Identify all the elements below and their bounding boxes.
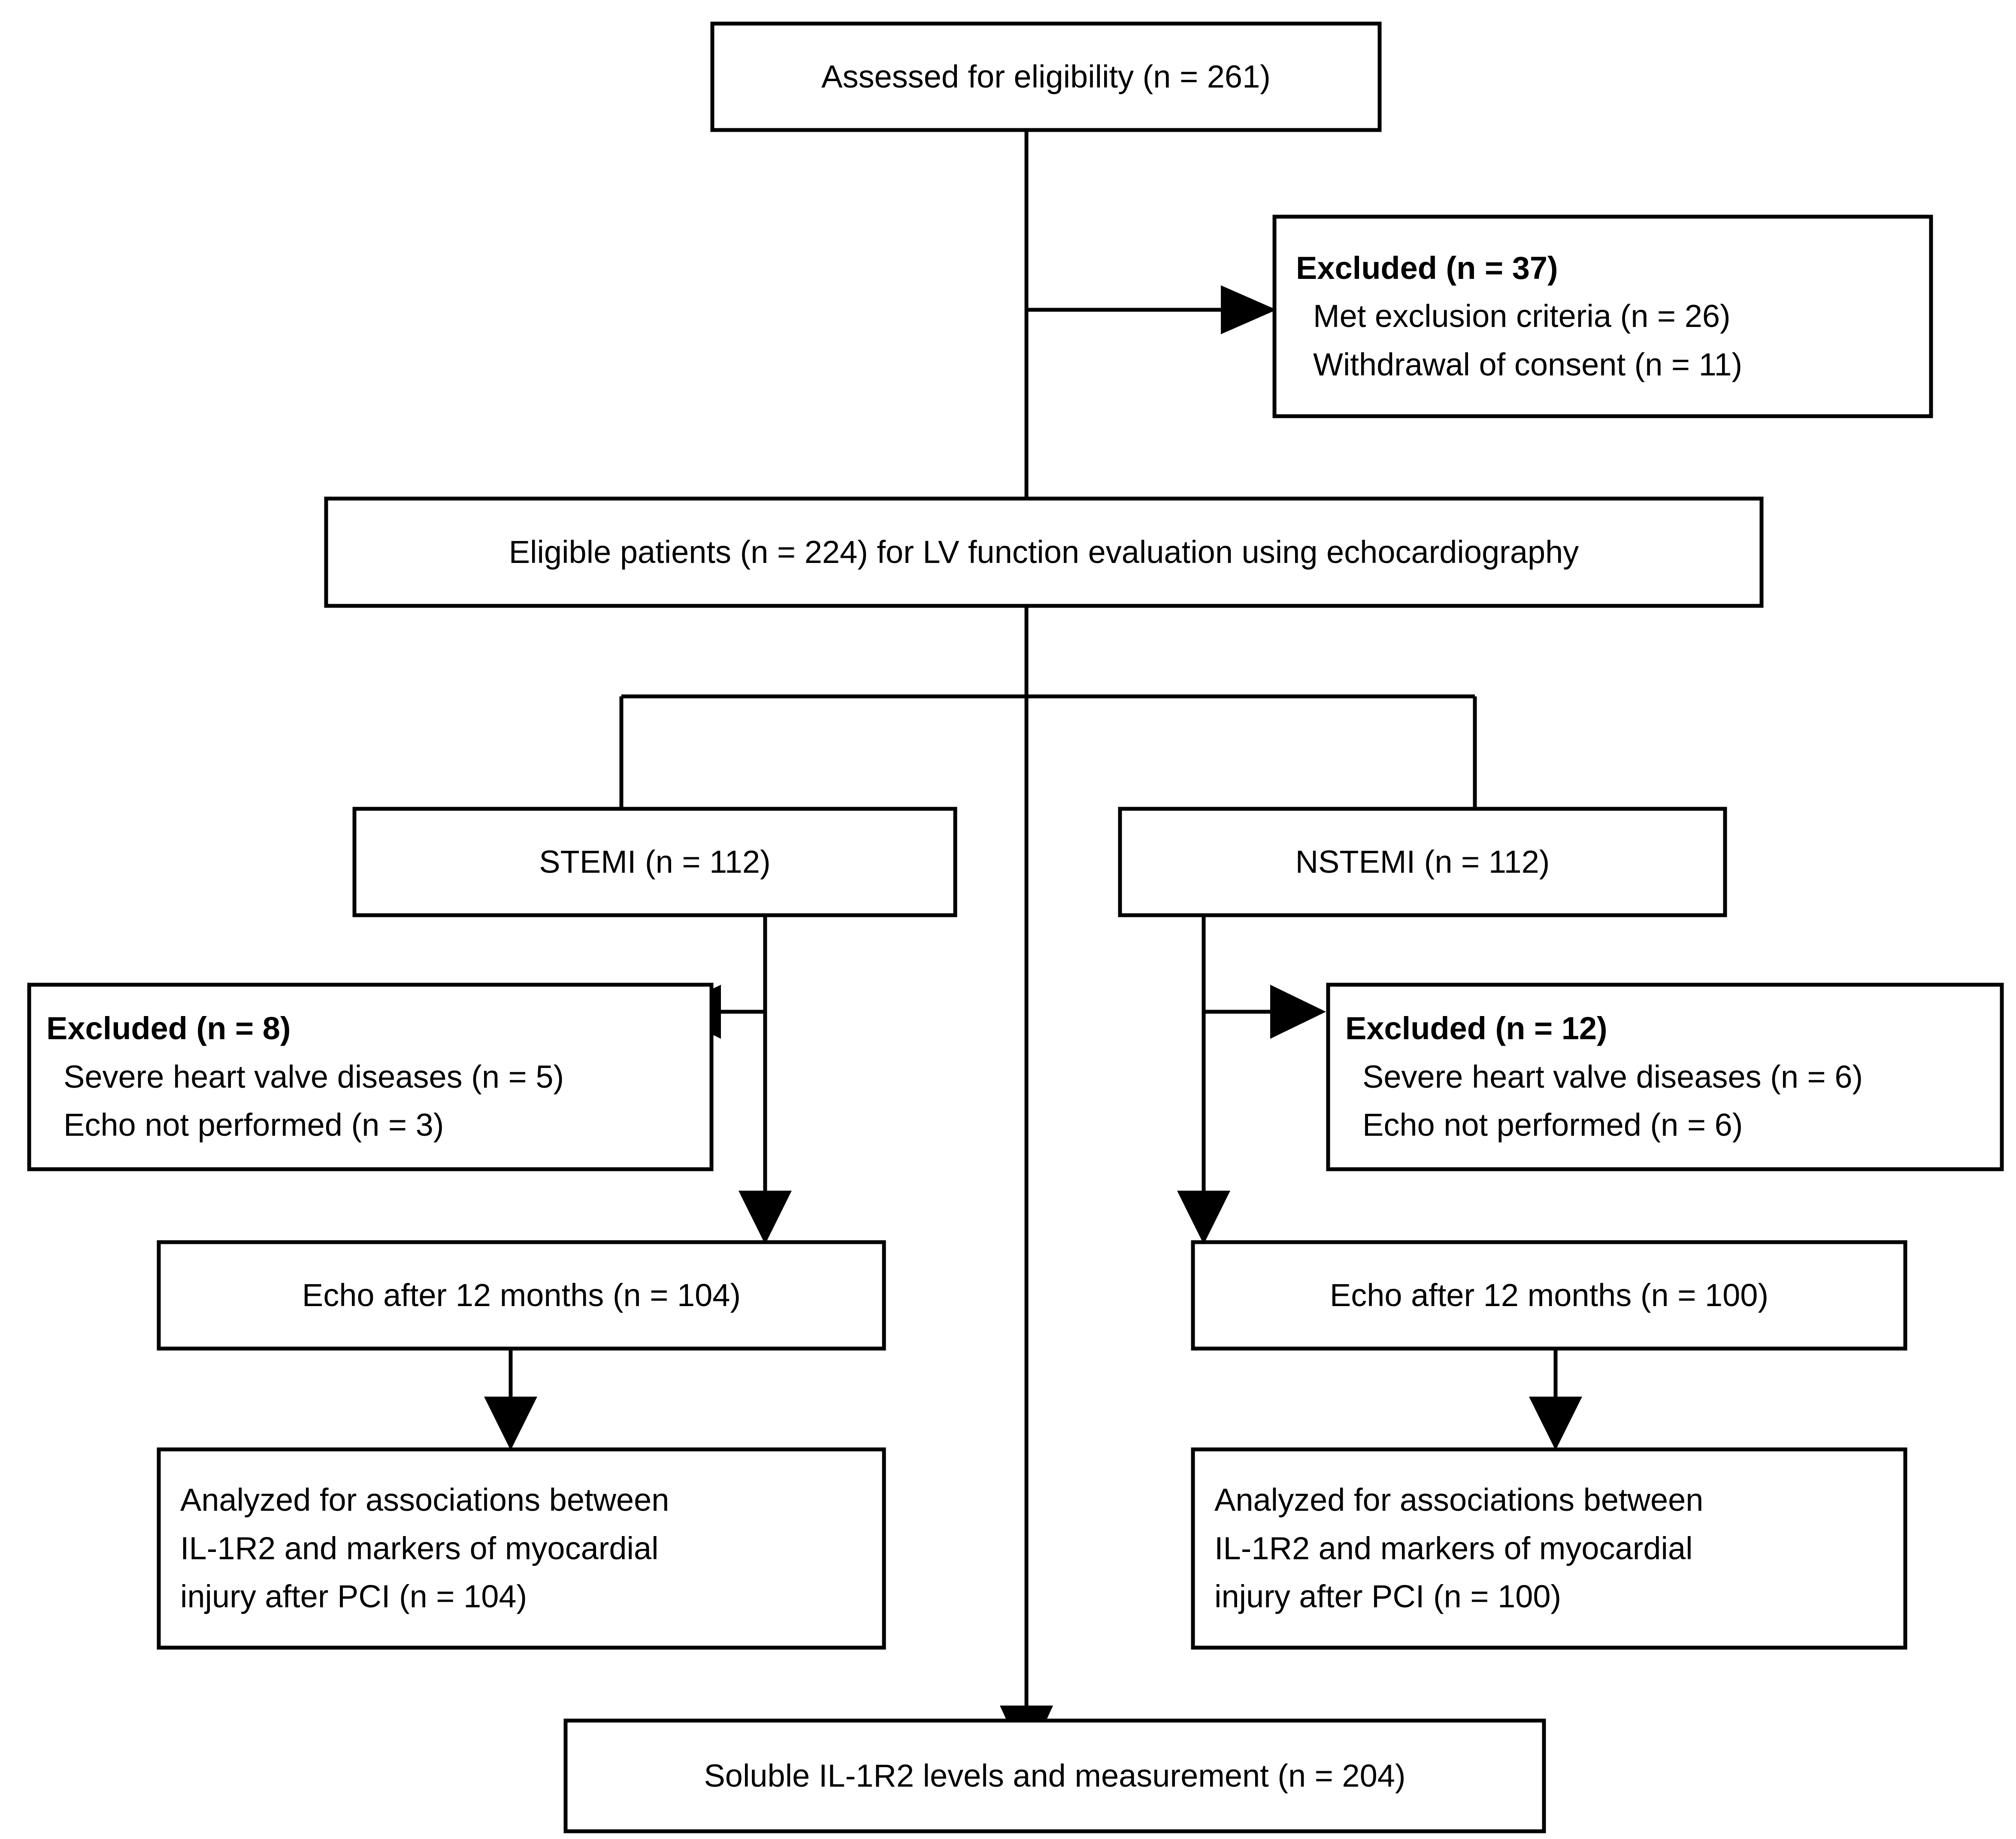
node-box-excluded-top[interactable] <box>1272 215 1933 418</box>
node-box-echo-nstemi[interactable] <box>1191 1240 1907 1351</box>
arrowhead-excluded-nstemi <box>1270 985 1326 1039</box>
node-box-analyzed-nstemi[interactable] <box>1191 1447 1907 1650</box>
arrowhead-echo-nstemi <box>1177 1191 1230 1244</box>
node-box-nstemi[interactable] <box>1118 807 1727 917</box>
node-box-eligible[interactable] <box>324 496 1764 608</box>
node-box-stemi[interactable] <box>352 807 957 917</box>
node-box-assessed[interactable] <box>710 21 1382 132</box>
arrowhead-analyzed-nstemi <box>1529 1397 1582 1450</box>
node-box-echo-stemi[interactable] <box>157 1240 886 1351</box>
node-box-soluble[interactable] <box>563 1718 1546 1833</box>
arrowhead-echo-stemi <box>739 1191 792 1244</box>
arrowhead-excluded-top <box>1221 285 1277 334</box>
node-box-excluded-nstemi[interactable] <box>1326 983 2004 1171</box>
node-box-excluded-stemi[interactable] <box>27 983 714 1171</box>
arrowhead-analyzed-stemi <box>484 1397 537 1450</box>
node-box-analyzed-stemi[interactable] <box>157 1447 886 1650</box>
